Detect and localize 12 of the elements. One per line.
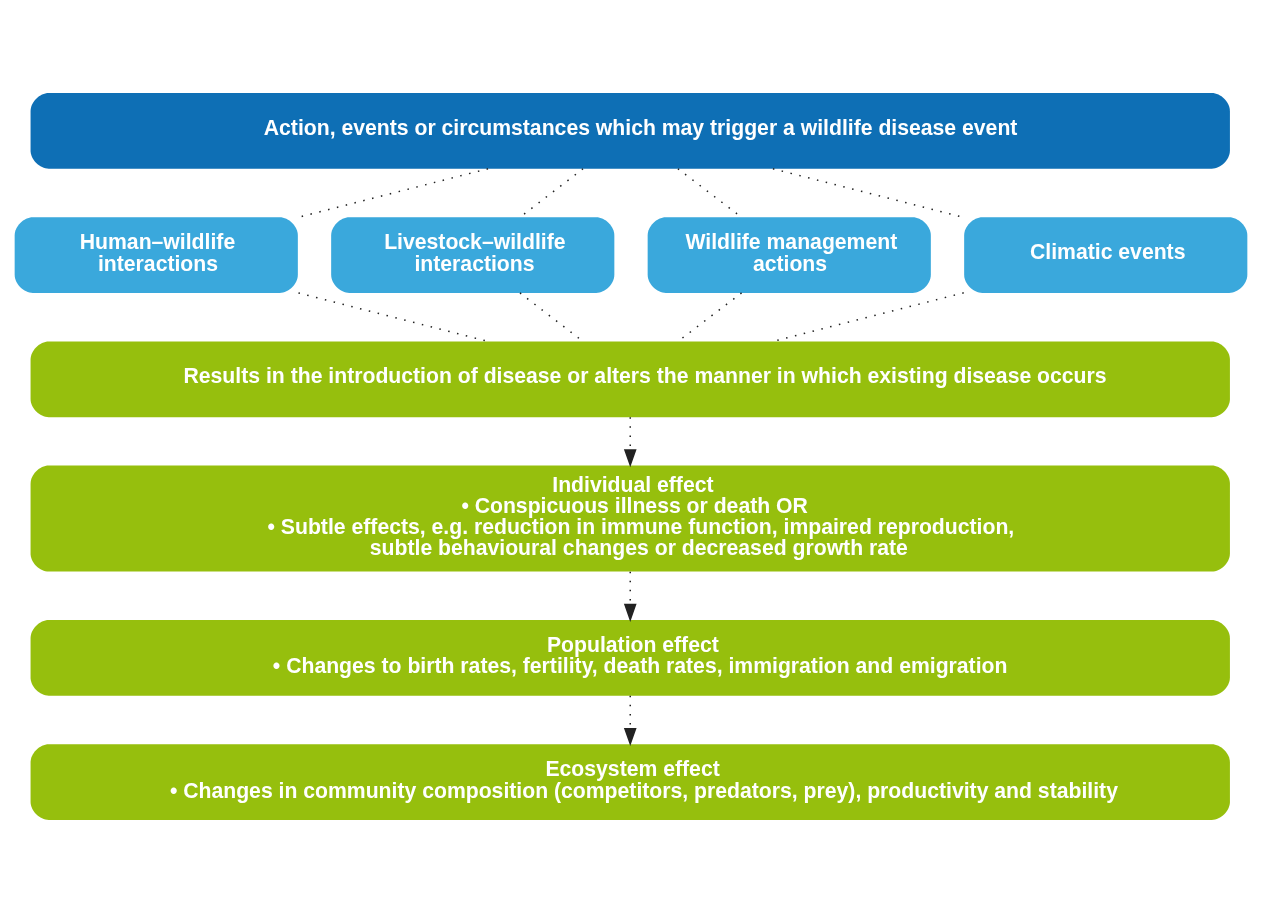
node-box: Population effect • Changes to birth rates, fertility, death rates, immigration and emigration bbox=[30, 619, 1230, 696]
node-box: Ecosystem effect • Changes in community composition (competitors, predators, prey), productivity and stability bbox=[30, 743, 1230, 820]
node-box: Individual effect • Conspicuous illness or death OR • Subtle effects, e.g. reduction in immune function, impaired reproduction, subtle behavioural changes or decreased growth rate bbox=[30, 465, 1230, 572]
node-box: Livestock–wildlife interactions bbox=[331, 216, 615, 293]
arrow bbox=[623, 416, 637, 467]
node-box: Action, events or circumstances which may trigger a wildlife disease event bbox=[30, 92, 1230, 169]
arrow bbox=[623, 694, 637, 746]
node-box: Wildlife management actions bbox=[647, 216, 931, 293]
node-box: Human–wildlife interactions bbox=[14, 216, 298, 293]
node-box: Climatic events bbox=[964, 216, 1248, 293]
node-box: Results in the introduction of disease or alters the manner in which existing disease occurs bbox=[30, 340, 1230, 417]
arrow bbox=[623, 570, 637, 622]
